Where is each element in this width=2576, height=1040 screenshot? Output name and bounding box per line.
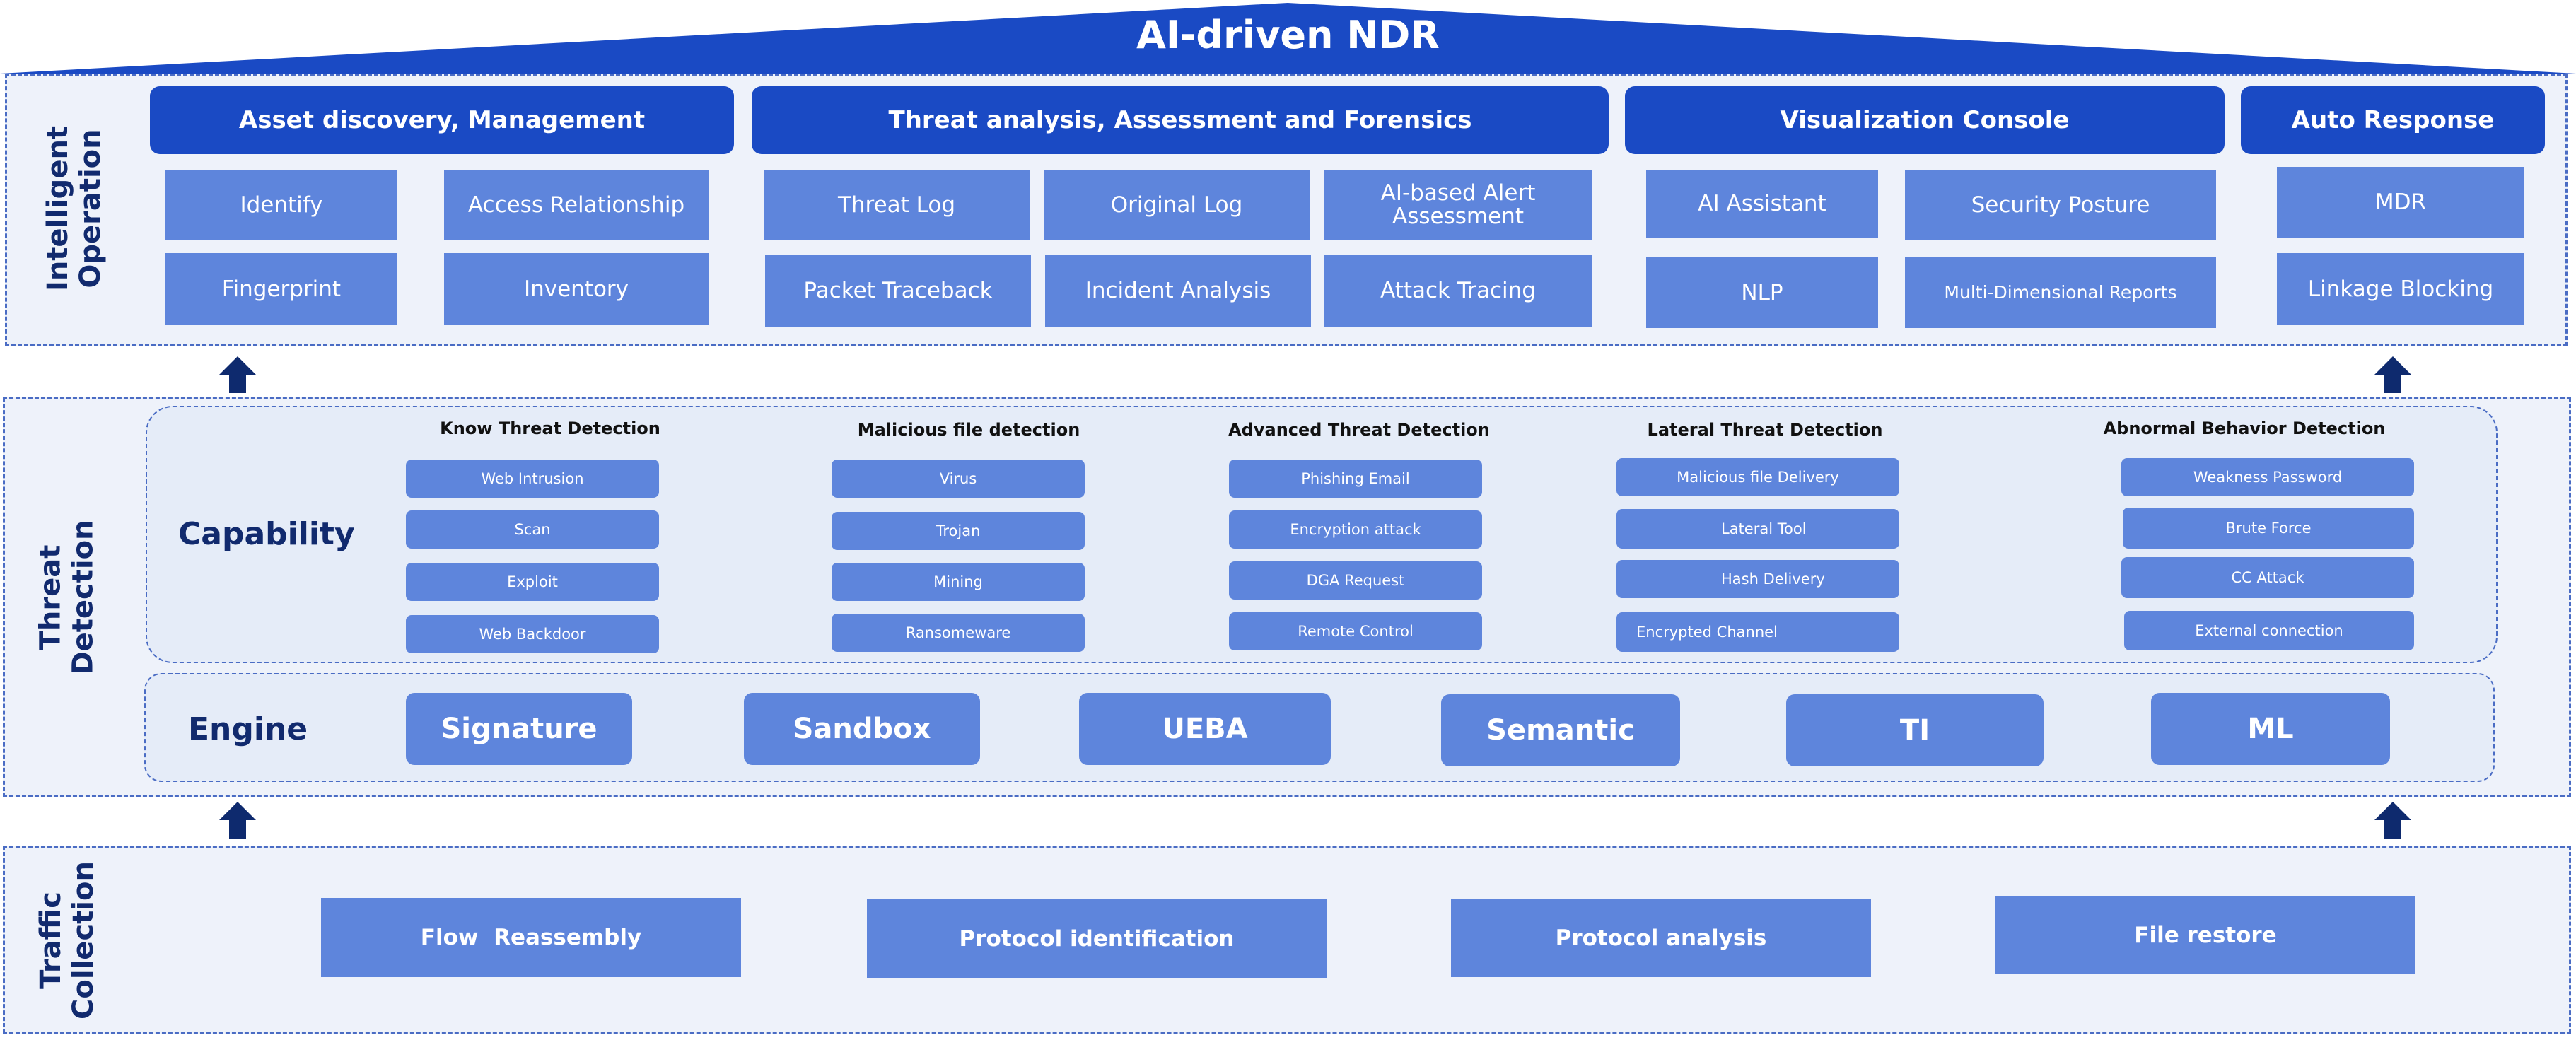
capability-label: Capability [178,516,355,552]
op-mdr: MDR [2277,167,2524,238]
op-ai-assistant: AI Assistant [1646,170,1878,238]
cap-phishing-email: Phishing Email [1229,460,1482,498]
capability-column-title: Malicious file detection [857,420,1080,440]
cap-virus: Virus [832,460,1085,498]
cap-encryption-attack: Encryption attack [1229,510,1482,549]
op-ai-alert-assessment: AI-based Alert Assessment [1324,170,1592,240]
op-linkage-blocking: Linkage Blocking [2277,253,2524,325]
engine-ti: TI [1786,694,2044,766]
engine-sandbox: Sandbox [744,693,980,765]
cap-malicious-file-delivery: Malicious file Delivery [1616,458,1899,496]
engine-label: Engine [188,711,308,747]
asset-discovery-header: Asset discovery, Management [150,86,734,154]
diagram-title: AI-driven NDR [1136,13,1440,57]
intelligent-operation-label: Intelligent Operation [42,125,107,292]
op-threat-log: Threat Log [764,170,1030,240]
capability-column-title: Abnormal Behavior Detection [2103,419,2386,438]
cap-hash-delivery: Hash Delivery [1616,560,1899,598]
engine-semantic: Semantic [1441,694,1680,766]
op-identify: Identify [165,170,397,240]
engine-ueba: UEBA [1079,693,1331,765]
op-packet-traceback: Packet Traceback [765,255,1031,327]
cap-exploit: Exploit [406,563,659,601]
up-arrow-icon [219,802,256,839]
op-access-relationship: Access Relationship [444,170,709,240]
cap-dga-request: DGA Request [1229,561,1482,600]
op-original-log: Original Log [1044,170,1310,240]
up-arrow-icon [219,356,256,393]
cap-encrypted-channel: Encrypted Channel [1616,612,1899,652]
op-incident-analysis: Incident Analysis [1045,255,1311,327]
capability-column-title: Lateral Threat Detection [1647,420,1883,440]
visualization-console-header: Visualization Console [1625,86,2225,154]
roof-banner [0,3,2576,74]
op-fingerprint: Fingerprint [165,253,397,325]
traffic-protocol-analysis: Protocol analysis [1451,899,1871,977]
engine-signature: Signature [406,693,632,765]
cap-cc-attack: CC Attack [2121,557,2414,598]
up-arrow-icon [2374,802,2411,839]
op-multi-dimensional-reports: Multi-Dimensional Reports [1905,257,2216,328]
cap-scan: Scan [406,510,659,549]
up-arrow-icon [2374,356,2411,393]
traffic-file-restore: File restore [1995,896,2415,974]
op-nlp: NLP [1646,257,1878,328]
engine-ml: ML [2151,693,2390,765]
cap-weakness-password: Weakness Password [2121,458,2414,496]
threat-detection-label: Threat Detection [35,520,100,675]
cap-brute-force: Brute Force [2123,508,2414,549]
capability-column-title: Advanced Threat Detection [1228,420,1490,440]
op-attack-tracing: Attack Tracing [1324,255,1592,327]
threat-analysis-header: Threat analysis, Assessment and Forensic… [752,86,1609,154]
cap-mining: Mining [832,563,1085,601]
op-security-posture: Security Posture [1905,170,2216,240]
cap-web-intrusion: Web Intrusion [406,460,659,498]
cap-ransomeware: Ransomeware [832,614,1085,652]
traffic-protocol-identification: Protocol identification [867,899,1327,978]
cap-web-backdoor: Web Backdoor [406,615,659,653]
traffic-flow-reassembly: Flow Reassembly [321,898,741,977]
cap-lateral-tool: Lateral Tool [1616,509,1899,549]
cap-trojan: Trojan [832,512,1085,550]
auto-response-header: Auto Response [2241,86,2545,154]
cap-external-connection: External connection [2124,611,2414,650]
traffic-collection-label: Traffic Collection [35,861,100,1019]
capability-column-title: Know Threat Detection [440,419,660,438]
op-inventory: Inventory [444,253,709,325]
cap-remote-control: Remote Control [1229,612,1482,650]
